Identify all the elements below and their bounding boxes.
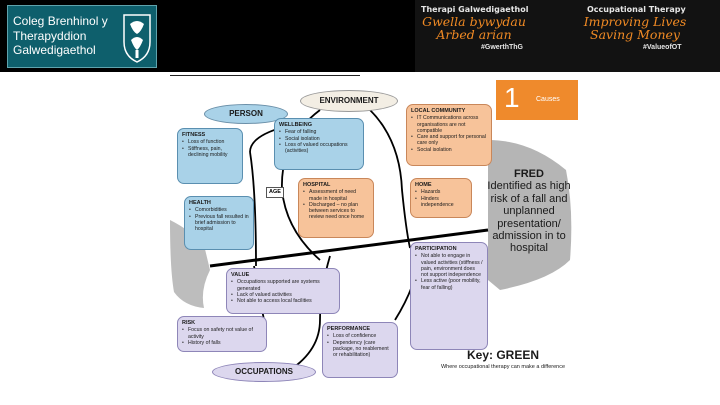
hospital-title: HOSPITAL (303, 182, 331, 188)
local-community-item: IT Communications across organisations a… (411, 115, 487, 134)
home-box: HOME Hazards Hinders independence (410, 178, 472, 218)
english-slogan-1: Improving Lives (583, 14, 687, 29)
risk-box: RISK Focus on safety not value of activi… (177, 316, 267, 352)
environment-node: ENVIRONMENT (300, 90, 398, 112)
hospital-box: HOSPITAL Assessment of need made in hosp… (298, 178, 374, 238)
risk-title: RISK (182, 320, 196, 326)
performance-box: PERFORMANCE Loss of confidence Dependenc… (322, 322, 398, 378)
value-item: Not able to access local facilities (231, 298, 335, 305)
causes-banner: 1 Causes (496, 80, 578, 120)
fish-head (488, 140, 572, 290)
occupations-node: OCCUPATIONS (212, 362, 316, 382)
rib-person (249, 151, 257, 267)
health-box: HEALTH Comorbidities Previous fall resul… (184, 196, 254, 250)
key-prefix: Key: (466, 348, 497, 362)
wellbeing-box: WELLBEING Fear of falling Social isolati… (274, 118, 364, 170)
local-community-box: LOCAL COMMUNITY IT Communications across… (406, 104, 492, 166)
performance-item: Dependency (care package, no reablement … (327, 340, 393, 359)
fitness-item: Loss of function (182, 139, 238, 146)
fred-text: Identified as high risk of a fall and un… (487, 180, 571, 255)
fitness-box: FITNESS Loss of function Stiffness, pain… (177, 128, 243, 184)
key-legend: Key: GREEN Where occupational therapy ca… (428, 348, 578, 371)
health-item: Previous fall resulted in brief admissio… (189, 214, 249, 233)
performance-title: PERFORMANCE (327, 326, 371, 332)
welsh-hashtag: #GwerthThG (481, 44, 524, 51)
campaign-banner: Therapi Galwedigaethol Gwella bywydau Ar… (415, 0, 720, 72)
home-title: HOME (415, 182, 432, 188)
wellbeing-item: Loss of valued occupations (activities) (279, 142, 359, 155)
health-title: HEALTH (189, 200, 211, 206)
value-item: Occupations supported are systems genera… (231, 279, 335, 292)
welsh-slogan-2: Arbed arian (436, 27, 512, 42)
age-label: AGE (266, 187, 284, 198)
wellbeing-item: Fear of falling (279, 129, 359, 136)
logo-text: Coleg Brenhinol y Therapyddion Galwediga… (13, 14, 108, 57)
english-title: Occupational Therapy (587, 5, 686, 14)
participation-title: PARTICIPATION (415, 246, 457, 252)
wellbeing-item: Social isolation (279, 136, 359, 143)
home-item: Hazards (415, 189, 467, 196)
causes-label: Causes (536, 96, 560, 103)
key-line: Key: GREEN (428, 348, 578, 362)
person-node: PERSON (204, 104, 288, 124)
english-slogan-2: Saving Money (590, 27, 680, 42)
participation-box: PARTICIPATION Not able to engage in valu… (410, 242, 488, 350)
english-hashtag: #ValueofOT (643, 44, 682, 51)
value-title: VALUE (231, 272, 250, 278)
home-item: Hinders independence (415, 196, 467, 209)
participation-item: Less active (poor mobility, fear of fall… (415, 278, 483, 291)
risk-item: Focus on safety not value of activity (182, 327, 262, 340)
key-green: GREEN (496, 348, 540, 362)
wellbeing-title: WELLBEING (279, 122, 312, 128)
welsh-slogan-1: Gwella bywydau (422, 14, 526, 29)
causes-number: 1 (504, 82, 520, 113)
hospital-item: Assessment of need made in hospital (303, 189, 369, 202)
fitness-item: Stiffness, pain, declining mobility (182, 146, 238, 159)
performance-item: Loss of confidence (327, 333, 393, 340)
welsh-title: Therapi Galwedigaethol (421, 5, 529, 14)
local-community-item: Care and support for personal care only (411, 134, 487, 147)
local-community-title: LOCAL COMMUNITY (411, 108, 466, 114)
participation-item: Not able to engage in valued activities … (415, 253, 483, 278)
fred-outcome: FRED Identified as high risk of a fall a… (482, 168, 576, 255)
key-note: Where occupational therapy can make a di… (440, 364, 566, 370)
divider (170, 75, 360, 76)
fishbone-diagram: PERSON ENVIRONMENT OCCUPATIONS 1 Causes … (170, 80, 578, 383)
rcot-logo: Coleg Brenhinol y Therapyddion Galwediga… (7, 5, 157, 68)
health-item: Comorbidities (189, 207, 249, 214)
local-community-item: Social isolation (411, 147, 487, 154)
header-banner: Coleg Brenhinol y Therapyddion Galwediga… (0, 0, 720, 72)
fitness-title: FITNESS (182, 132, 206, 138)
value-item: Lack of valued activities (231, 292, 335, 299)
hospital-item: Discharged – no plan between services to… (303, 202, 369, 221)
fred-name: FRED (514, 168, 544, 180)
value-box: VALUE Occupations supported are systems … (226, 268, 340, 314)
risk-item: History of falls (182, 340, 262, 347)
crest-icon (123, 14, 151, 63)
